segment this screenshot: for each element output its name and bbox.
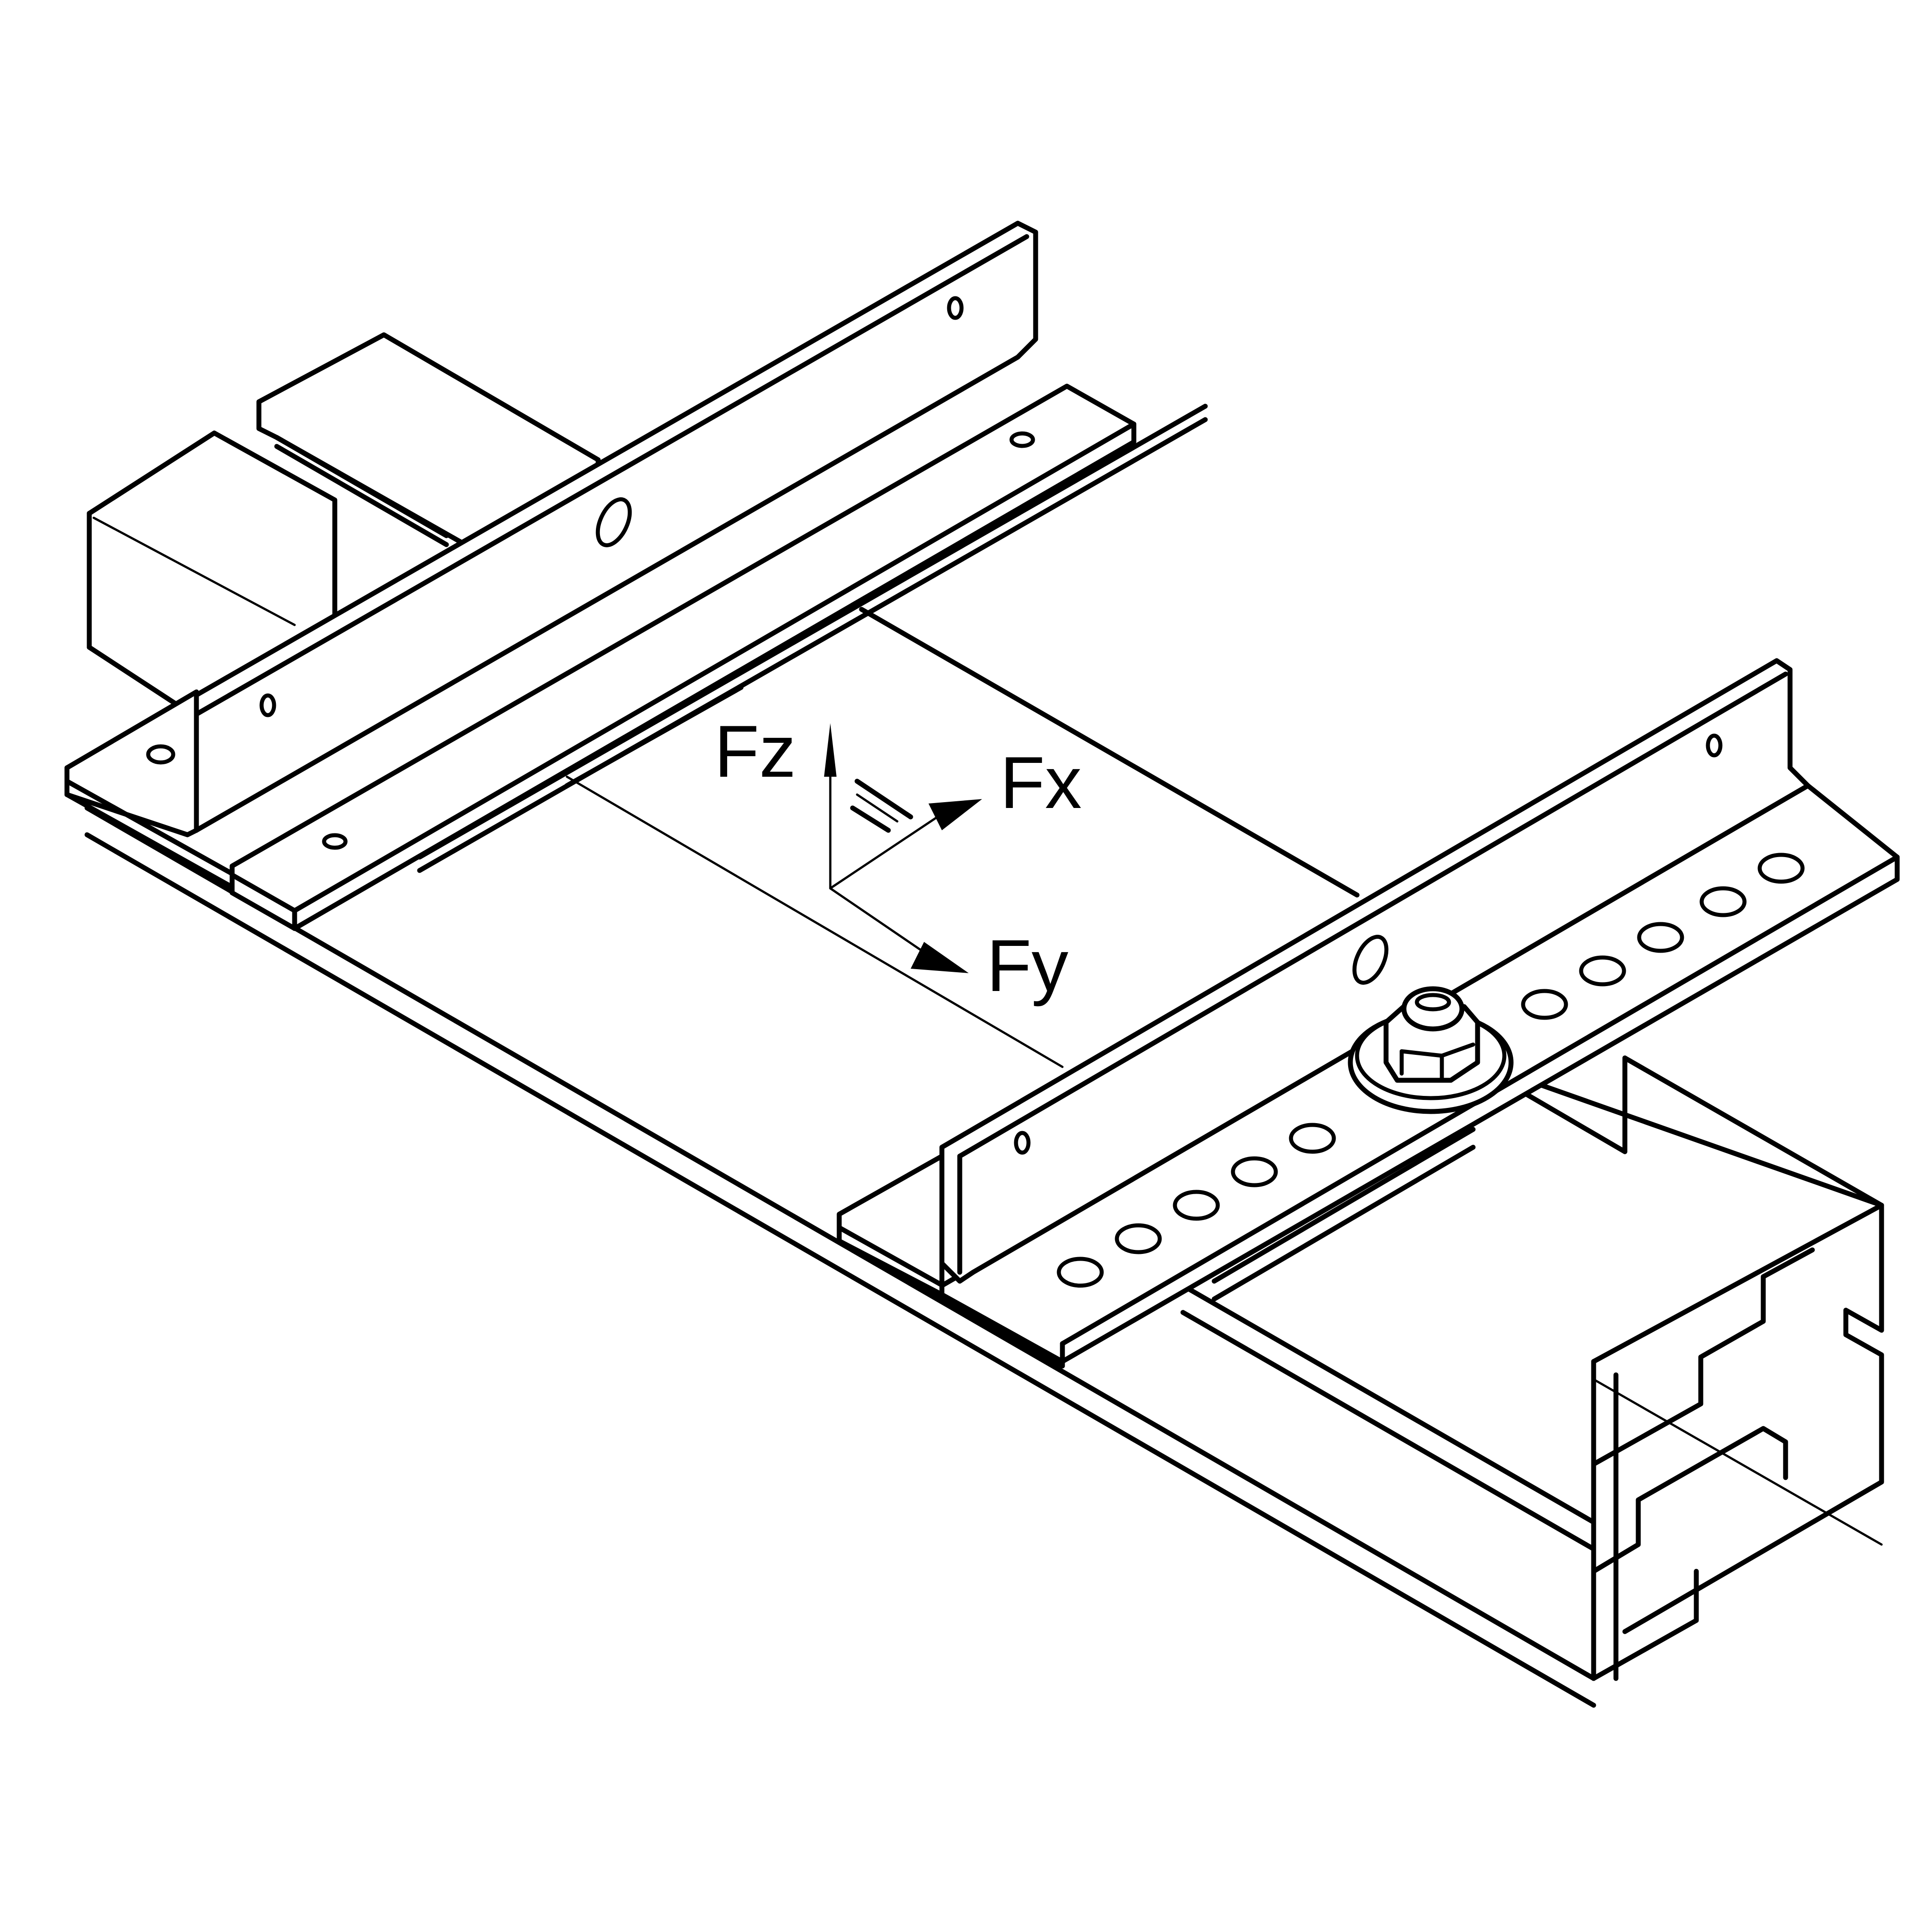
hole-icon xyxy=(1757,853,1805,884)
force-axes: Fz Fx Fy xyxy=(714,710,1082,1007)
arrow-up-right-icon xyxy=(929,799,982,830)
upper-flat-bar xyxy=(229,383,1208,931)
right-angle-bracket xyxy=(939,658,1811,1284)
hole-icon xyxy=(947,296,964,320)
strip-holes xyxy=(1057,853,1805,1288)
hole-icon xyxy=(1579,955,1626,987)
hole-icon xyxy=(1637,922,1684,953)
hole-icon xyxy=(1014,1131,1031,1155)
hole-icon xyxy=(1521,989,1568,1020)
hole-icon xyxy=(1009,431,1035,448)
force-label-fz: Fz xyxy=(714,710,796,792)
force-label-fy: Fy xyxy=(987,924,1069,1007)
hole-icon xyxy=(1115,1223,1162,1254)
arrow-down-right-icon xyxy=(911,942,969,973)
lower-brace xyxy=(1212,1127,1476,1302)
hole-icon xyxy=(1699,886,1747,917)
hole-icon xyxy=(1289,1123,1336,1154)
hole-icon xyxy=(1173,1190,1220,1221)
force-label-fx: Fx xyxy=(1000,741,1082,824)
arrow-up-icon xyxy=(824,723,837,777)
hole-icon xyxy=(322,833,348,850)
hole-icon xyxy=(1706,733,1723,758)
hole-icon xyxy=(1352,935,1389,985)
hole-icon xyxy=(146,744,175,765)
hole-icon xyxy=(259,693,276,717)
hole-icon xyxy=(595,497,632,547)
hex-nut-with-washer xyxy=(1348,986,1514,1114)
hole-icon xyxy=(1057,1257,1104,1288)
hole-icon xyxy=(1231,1156,1278,1187)
